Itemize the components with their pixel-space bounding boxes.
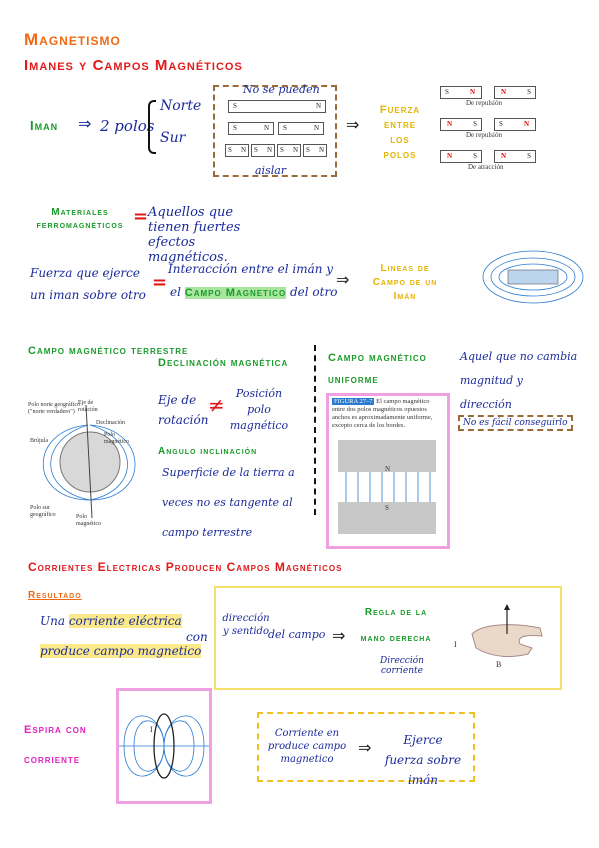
corr-left-a: Una corriente eléctrica bbox=[40, 614, 182, 628]
uniform-s: S bbox=[385, 504, 389, 512]
fig-psm: Polo magnético bbox=[76, 514, 101, 527]
fuerza-mid-a: Interacción entre el imán y bbox=[168, 262, 334, 276]
iman-arrow: ⇒ bbox=[78, 114, 92, 133]
right-hand-icon bbox=[471, 604, 543, 657]
earth-magnetic-figure bbox=[42, 404, 136, 519]
section-title-imanes: Imanes y Campos Magnéticos bbox=[24, 57, 243, 74]
espira-right: Ejerce fuerza sobre imán bbox=[384, 733, 462, 787]
terrestre-title-a: Campo magnético terrestre bbox=[28, 345, 189, 357]
corr-dir: dirección y sentido bbox=[222, 613, 270, 637]
espira-figure-box bbox=[116, 688, 212, 804]
field-lines-magnet-diagram bbox=[482, 250, 584, 304]
fuerza-eq: = bbox=[152, 272, 168, 293]
corr-left-c: produce campo magnetico bbox=[40, 644, 202, 658]
resultado-label: Resultado bbox=[28, 590, 82, 601]
uniform-n: N bbox=[385, 465, 391, 473]
espira-i: I bbox=[150, 725, 153, 734]
hand-i: I bbox=[454, 640, 457, 649]
ferro-desc: Aquellos que tienen fuertes efectos magn… bbox=[148, 205, 241, 265]
espira-summary-box bbox=[257, 712, 475, 782]
uniforme-title: Campo magnético uniforme bbox=[328, 352, 427, 386]
fig-decl: Declinación bbox=[96, 420, 125, 426]
fig-eje: Eje de rotación bbox=[78, 400, 98, 413]
column-divider bbox=[314, 345, 316, 515]
atr-caption: De atracción bbox=[468, 163, 504, 171]
espira-left: Corriente en produce campo magnetico bbox=[267, 728, 347, 765]
espira-field-diagram bbox=[119, 713, 209, 779]
rep2-caption: De repulsión bbox=[466, 131, 502, 139]
hand-b: B bbox=[496, 660, 502, 669]
fuerza-arrow: ⇒ bbox=[336, 270, 350, 289]
uniforme-note: No es fácil conseguirlo bbox=[458, 415, 573, 431]
lineas-campo-label: Lineas de Campo de un Imán bbox=[372, 263, 438, 302]
uniform-field-diagram bbox=[338, 440, 436, 534]
brace bbox=[148, 100, 156, 154]
fuerza-mid-line: el Campo Magnetico del otro bbox=[170, 285, 338, 299]
fig-pm: Polo magnético bbox=[104, 432, 129, 445]
fuerza-polos: Fuerza entre los polos bbox=[379, 104, 421, 161]
fig-ps: Polo sur geográfico bbox=[30, 505, 56, 518]
fuerza-left: Fuerza que ejerce un iman sobre otro bbox=[30, 266, 146, 302]
page-title: Magnetismo bbox=[24, 30, 121, 49]
eje-rotacion: Eje de rotación bbox=[158, 393, 209, 427]
inclinacion-title: Angulo inclinación bbox=[158, 446, 258, 457]
box-top-text: No se pueden bbox=[243, 83, 320, 96]
rep1-caption: De repulsión bbox=[466, 99, 502, 107]
pole-south: Sur bbox=[160, 130, 186, 146]
ferro-label: Materiales ferromagnéticos bbox=[36, 207, 124, 231]
ferro-eq: = bbox=[133, 206, 149, 227]
espira-arrow: ⇒ bbox=[358, 738, 372, 757]
pole-north: Norte bbox=[160, 98, 202, 114]
corr-arrow: ⇒ bbox=[332, 626, 346, 645]
fig-caption: FIGURA 27–7 El campo magnético entre dos… bbox=[332, 398, 433, 429]
fig-pn: Polo norte geográfico ("norte verdadero"… bbox=[28, 402, 80, 415]
corrientes-title: Corrientes Electricas Producen Campos Ma… bbox=[28, 560, 343, 574]
no-aislar-box bbox=[213, 85, 337, 177]
uniforme-figure-box bbox=[326, 393, 450, 549]
inclinacion-desc: Superficie de la tierra a veces no es ta… bbox=[162, 466, 295, 539]
neq-symbol: ≠ bbox=[208, 393, 225, 417]
fig-brujula: Brújula bbox=[30, 438, 48, 444]
regla-box bbox=[214, 586, 562, 690]
iman-label: Iman bbox=[30, 118, 59, 133]
regla-mano: Regla de la mano derecha bbox=[360, 607, 432, 644]
iman-poles: 2 polos bbox=[100, 117, 155, 135]
corr-del: del campo bbox=[268, 628, 326, 641]
box-bottom-text: aislar bbox=[255, 164, 287, 177]
posicion-polo: Posición polo magnético bbox=[229, 387, 289, 432]
direccion-corriente: Dirección corriente bbox=[380, 656, 424, 676]
espira-title: Espira con corriente bbox=[24, 724, 87, 766]
corr-con: con bbox=[186, 630, 208, 644]
uniforme-desc: Aquel que no cambia magnitud y dirección bbox=[460, 350, 578, 411]
declinacion-title: Declinación magnética bbox=[158, 357, 289, 369]
iman-to-fuerza-arrow: ⇒ bbox=[346, 115, 360, 134]
